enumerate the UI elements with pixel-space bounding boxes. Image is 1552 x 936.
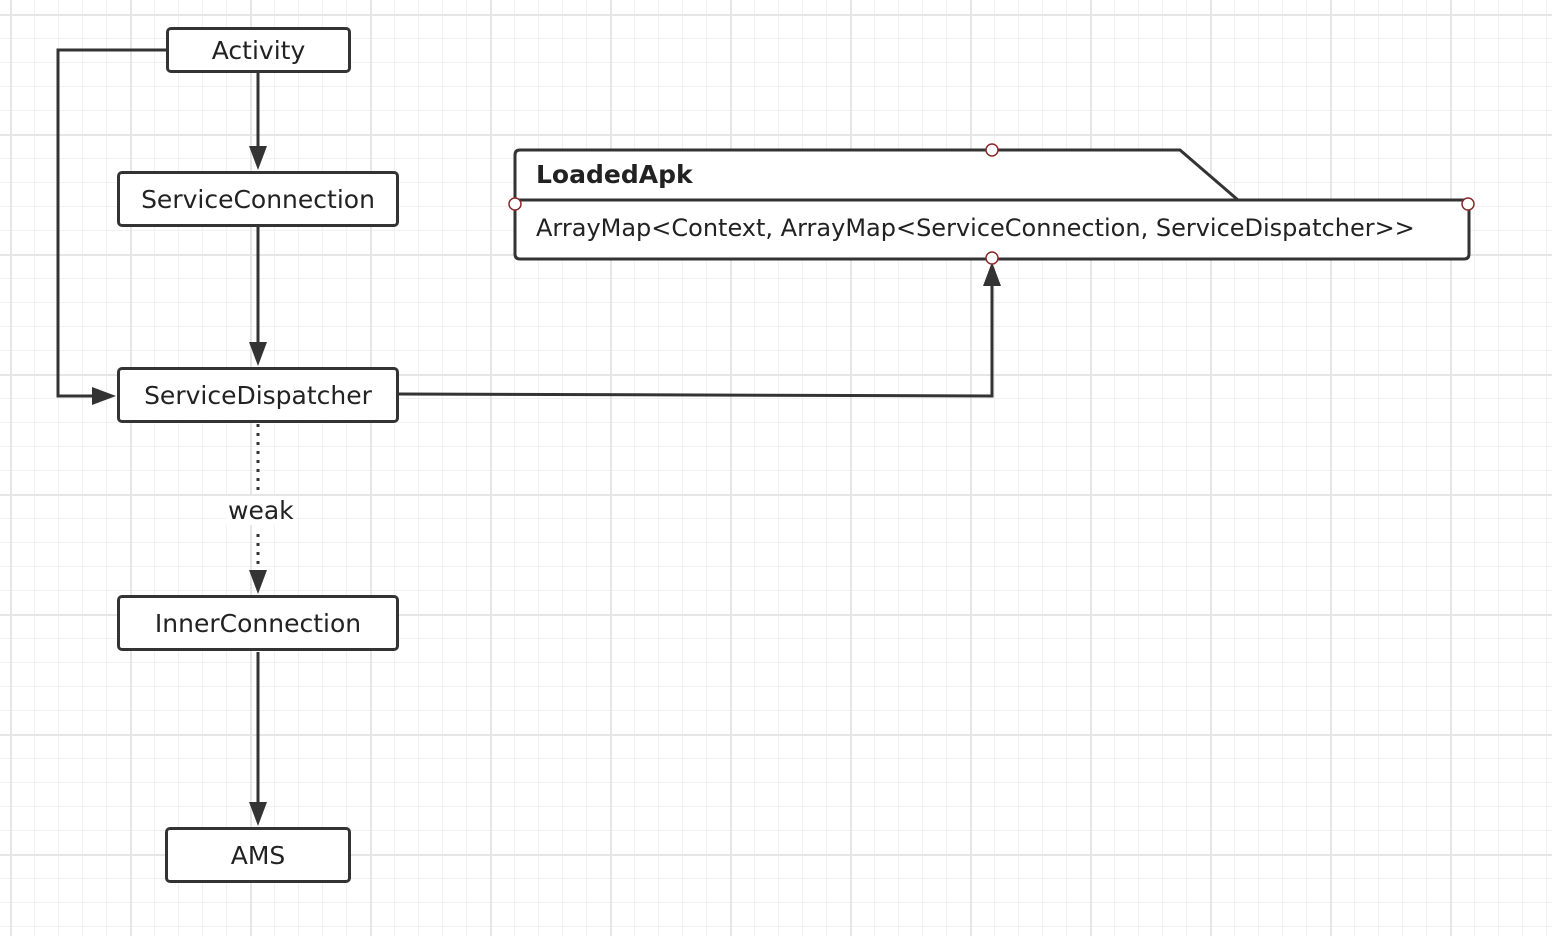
innerconnection-node[interactable]: InnerConnection — [117, 595, 399, 651]
arrowhead-servicedispatcher-top — [249, 342, 267, 366]
innerconnection-label: InnerConnection — [154, 608, 362, 638]
servicedispatcher-label: ServiceDispatcher — [144, 380, 372, 410]
connection-point-left[interactable] — [508, 197, 522, 211]
activity-node[interactable]: Activity — [166, 27, 351, 73]
weak-edge-label: weak — [226, 496, 296, 525]
loadedapk-title: LoadedApk — [536, 160, 693, 189]
arrowhead-serviceconnection — [249, 146, 267, 170]
connection-point-bottom[interactable] — [985, 251, 999, 265]
loadedapk-attribute: ArrayMap<Context, ArrayMap<ServiceConnec… — [536, 214, 1415, 242]
arrowhead-servicedispatcher-left — [92, 387, 116, 405]
arrowhead-ams — [249, 802, 267, 826]
arrowhead-loadedapk — [983, 262, 1001, 286]
activity-label: Activity — [211, 35, 306, 65]
servicedispatcher-node[interactable]: ServiceDispatcher — [117, 367, 399, 423]
serviceconnection-node[interactable]: ServiceConnection — [117, 171, 399, 227]
connection-point-top[interactable] — [985, 143, 999, 157]
ams-label: AMS — [230, 840, 286, 870]
ams-node[interactable]: AMS — [165, 827, 351, 883]
connection-point-right[interactable] — [1461, 197, 1475, 211]
arrowhead-innerconnection — [249, 570, 267, 594]
serviceconnection-label: ServiceConnection — [141, 184, 375, 214]
edge-activity-to-servicedispatcher[interactable] — [56, 48, 167, 398]
edge-servicedispatcher-to-loadedapk[interactable] — [397, 284, 994, 398]
